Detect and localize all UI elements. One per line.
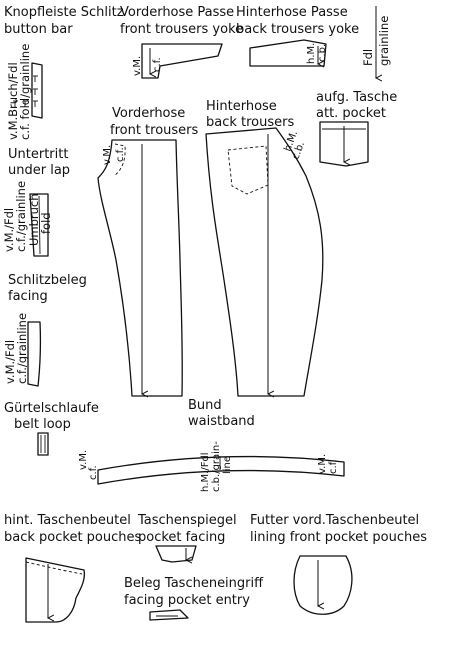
waistband-cb-grain-3: line xyxy=(222,456,233,474)
facing-entry-label-de: Beleg Tascheneingriff xyxy=(124,576,264,591)
front-trousers-label-en: front trousers xyxy=(110,123,199,138)
facing-piece xyxy=(27,321,42,387)
waistband-cf-right-en: c.f. xyxy=(328,459,339,474)
back-pouches-label-de: hint. Taschenbeutel xyxy=(4,513,131,528)
grainline-legend: Fdl grainline xyxy=(361,6,391,78)
waistband-group: Bund waistband v.M. c.f. v.M. c.f. h.M./… xyxy=(78,398,345,492)
grainline-legend-de: Fdl xyxy=(361,49,375,66)
waistband-cb-grain-1: h.M./Fdl xyxy=(200,452,211,492)
facing-annotation-en: c.f./grainline xyxy=(15,313,29,384)
back-yoke-label-de: Hinterhose Passe xyxy=(236,5,348,20)
under-lap-annotation-de: v.M./Fdl xyxy=(2,208,16,252)
back-yoke-label-en: back trousers yoke xyxy=(236,22,359,37)
button-marks xyxy=(13,75,38,107)
att-pocket-label-de: aufg. Tasche xyxy=(316,90,397,105)
facing-annotation-de: v.M./Fdl xyxy=(3,340,17,384)
button-bar-group: Knopfleiste Schlitz button bar v.M.Bruch… xyxy=(4,5,124,140)
waistband-label-de: Bund xyxy=(188,398,222,413)
waistband-label-en: waistband xyxy=(188,414,255,429)
button-bar-label-en: button bar xyxy=(4,22,73,37)
front-yoke-piece xyxy=(141,43,223,79)
waistband-cf-de: v.M. xyxy=(78,450,89,470)
under-lap-fold-en: fold xyxy=(39,212,53,234)
under-lap-fold-de: Umbruch xyxy=(27,193,41,246)
front-yoke-cf-en: c.f. xyxy=(152,57,163,72)
lining-pouches-label-en: lining front pocket pouches xyxy=(250,530,427,545)
front-yoke-group: Vorderhose Passe front trousers yoke v.M… xyxy=(120,5,243,79)
back-yoke-cb-en: c.b. xyxy=(317,44,328,62)
front-trousers-cf-de: v.M. xyxy=(102,145,113,165)
pocket-facing-label-de: Taschenspiegel xyxy=(137,513,237,528)
back-yoke-piece xyxy=(249,39,327,67)
front-yoke-cf-de: v.M. xyxy=(132,56,143,76)
front-trousers-label-de: Vorderhose xyxy=(112,106,185,121)
under-lap-label-en: under lap xyxy=(8,163,70,178)
waistband-cf-en: c.f. xyxy=(88,465,99,480)
facing-entry-group: Beleg Tascheneingriff facing pocket entr… xyxy=(124,576,264,621)
back-trousers-piece xyxy=(205,127,324,397)
facing-group: Schlitzbeleg facing v.M./Fdl c.f./grainl… xyxy=(3,273,87,387)
facing-entry-piece xyxy=(149,609,189,621)
grainline-legend-en: grainline xyxy=(377,16,391,66)
waistband-piece xyxy=(97,455,345,485)
front-yoke-label-en: front trousers yoke xyxy=(120,22,243,37)
front-trousers-piece xyxy=(97,139,183,397)
button-bar-annotation-en: c.f. fold/grainline xyxy=(18,44,32,140)
back-trousers-label-en: back trousers xyxy=(206,115,294,130)
pocket-facing-label-en: pocket facing xyxy=(138,530,225,545)
lining-pouches-piece xyxy=(293,555,353,615)
under-lap-piece xyxy=(29,193,49,257)
lining-pouches-label-de: Futter vord.Taschenbeutel xyxy=(250,513,419,528)
front-trousers-group: Vorderhose front trousers v.M. c.f. xyxy=(97,106,199,397)
pocket-facing-group: Taschenspiegel pocket facing xyxy=(137,513,237,562)
back-yoke-group: Hinterhose Passe back trousers yoke h.M.… xyxy=(236,5,359,66)
waistband-cb-grain-2: c.b./grain- xyxy=(211,441,222,492)
front-trousers-cf-en: c.f. xyxy=(115,147,126,162)
back-trousers-group: Hinterhose back trousers h.M. c.b. xyxy=(205,99,324,397)
back-yoke-cb-de: h.M. xyxy=(306,43,317,64)
button-bar-piece xyxy=(31,62,43,119)
pocket-facing-piece xyxy=(155,545,197,563)
under-lap-label-de: Untertritt xyxy=(8,147,68,162)
back-trousers-pocket-placement xyxy=(227,145,269,195)
waistband-cf-right-de: v.M. xyxy=(317,454,328,474)
belt-loop-piece xyxy=(37,432,49,456)
front-trousers-pocket-line xyxy=(113,143,126,177)
button-bar-label-de: Knopfleiste Schlitz xyxy=(4,5,124,20)
under-lap-group: Untertritt under lap v.M./Fdl c.f./grain… xyxy=(2,147,70,257)
front-yoke-label-de: Vorderhose Passe xyxy=(120,5,234,20)
att-pocket-piece xyxy=(319,121,369,167)
facing-entry-label-en: facing pocket entry xyxy=(124,593,250,608)
facing-label-en: facing xyxy=(8,289,48,304)
back-pouches-label-en: back pocket pouches xyxy=(4,530,142,545)
back-trousers-label-de: Hinterhose xyxy=(206,99,277,114)
back-pouches-group: hint. Taschenbeutel back pocket pouches xyxy=(4,513,142,623)
belt-loop-label-de: Gürtelschlaufe xyxy=(4,401,99,416)
att-pocket-group: aufg. Tasche att. pocket xyxy=(316,90,397,167)
belt-loop-label-en: belt loop xyxy=(14,417,71,432)
button-bar-annotation-de: v.M.Bruch/Fdl xyxy=(6,62,20,140)
belt-loop-group: Gürtelschlaufe belt loop xyxy=(4,401,99,456)
att-pocket-label-en: att. pocket xyxy=(316,106,386,121)
facing-label-de: Schlitzbeleg xyxy=(8,273,87,288)
under-lap-annotation-en: c.f./grainline xyxy=(14,181,28,252)
back-pouches-piece xyxy=(25,557,86,623)
lining-pouches-group: Futter vord.Taschenbeutel lining front p… xyxy=(250,513,427,615)
